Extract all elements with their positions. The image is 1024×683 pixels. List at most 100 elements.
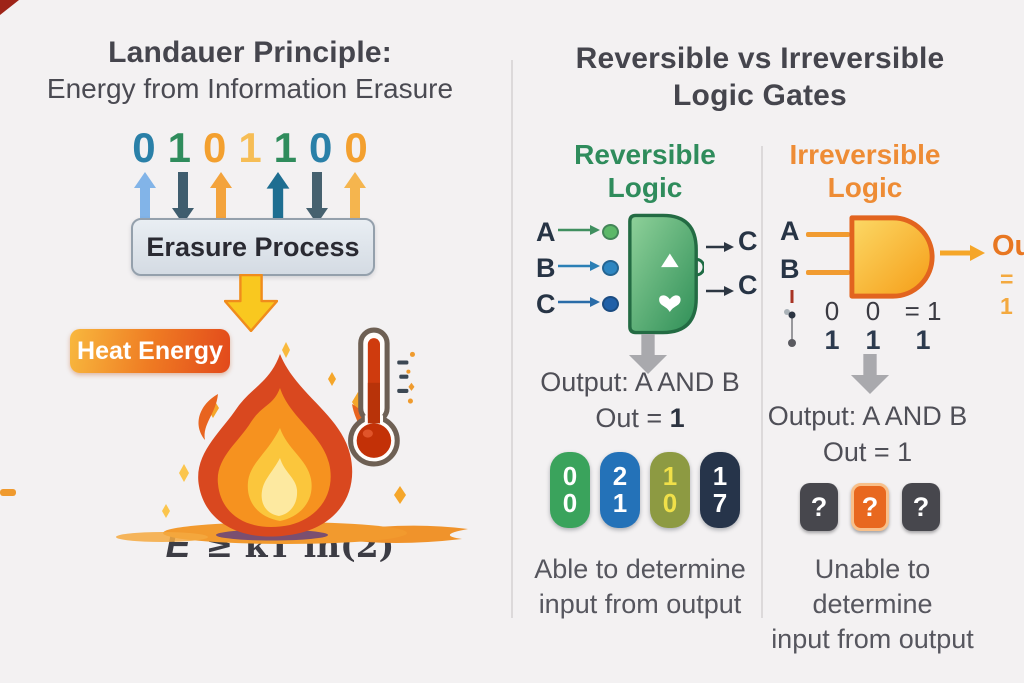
left-title: Landauer Principle: Energy from Informat… bbox=[30, 34, 470, 107]
output-arrow-icon bbox=[706, 240, 736, 259]
digit-pill: 2 1 bbox=[600, 452, 640, 528]
gate-input-row-c: C bbox=[536, 288, 619, 319]
reversible-caption-line1: Able to determine bbox=[534, 554, 746, 584]
digit-pill: 1 7 bbox=[700, 452, 740, 528]
reversible-gate-icon bbox=[624, 210, 706, 343]
column-divider bbox=[761, 146, 763, 618]
pill-bottom-digit: 0 bbox=[662, 488, 678, 518]
bit-digit: 1 bbox=[273, 124, 298, 171]
pill-top-digit: 1 bbox=[662, 461, 678, 491]
left-title-line2: Energy from Information Erasure bbox=[46, 73, 454, 104]
and-out-value: = 1 bbox=[1000, 266, 1014, 319]
gray-down-arrow-icon bbox=[850, 354, 890, 399]
question-mark: ? bbox=[810, 491, 828, 522]
question-mark: ? bbox=[861, 491, 879, 522]
gray-down-arrow-icon bbox=[628, 334, 668, 379]
input-trace-decoration bbox=[784, 288, 800, 355]
arrow-up-icon bbox=[266, 172, 290, 226]
corner-mark bbox=[0, 0, 19, 15]
truth-cell: = 1 bbox=[904, 296, 942, 326]
truth-values: 0 0 = 1 1 1 1 bbox=[812, 296, 952, 355]
irreversible-caption: Unable to determine input from output bbox=[755, 552, 990, 657]
irreversible-heading: Irreversible Logic bbox=[775, 138, 955, 204]
pill-bottom-digit: 0 bbox=[562, 488, 578, 518]
arrow-up-icon bbox=[344, 172, 366, 224]
bit-digit: 0 bbox=[344, 124, 368, 171]
pill-top-digit: 2 bbox=[612, 461, 628, 491]
and-input-line-a bbox=[806, 232, 850, 237]
reversible-heading-line1: Reversible bbox=[574, 139, 716, 170]
reversible-caption-line2: input from output bbox=[538, 589, 742, 619]
truth-cell: 1 bbox=[824, 325, 840, 355]
reversible-out-prefix: Out = bbox=[595, 403, 670, 433]
input-label-a: A bbox=[536, 216, 556, 247]
irreversible-gate-diagram: A B Out = 1 0 0 = 1 1 1 bbox=[770, 212, 1024, 355]
digit-pills-row: 0 0 2 1 1 0 1 7 bbox=[528, 452, 762, 528]
reversible-heading-line2: Logic bbox=[607, 172, 683, 203]
gate-input-row-a: A bbox=[536, 216, 619, 247]
digit-pill: 1 0 bbox=[650, 452, 690, 528]
binary-bits-row: 0 1 0 1 1 0 0 bbox=[130, 126, 370, 170]
right-title-line2: Logic Gates bbox=[673, 79, 847, 112]
input-line-arrow-icon bbox=[558, 259, 604, 277]
right-title: Reversible vs Irreversible Logic Gates bbox=[520, 40, 1000, 114]
digit-pill: 0 0 bbox=[550, 452, 590, 528]
truth-cell: 0 bbox=[865, 296, 881, 326]
edge-flame-streak bbox=[0, 489, 16, 496]
input-dot-b bbox=[602, 260, 619, 276]
arrow-down-icon bbox=[306, 172, 328, 224]
arrow-down-icon bbox=[172, 172, 194, 224]
irreversible-out-line: Out = 1 bbox=[822, 437, 913, 467]
truth-cell: 0 bbox=[824, 296, 840, 326]
output-label-c1: C bbox=[738, 226, 758, 256]
reversible-gate-diagram: A B C bbox=[528, 210, 760, 340]
irreversible-heading-line2: Logic bbox=[827, 172, 903, 203]
pill-bottom-digit: 7 bbox=[712, 488, 728, 518]
question-box: ? bbox=[800, 483, 838, 531]
bit-digit: 0 bbox=[309, 124, 333, 171]
reversible-caption: Able to determine input from output bbox=[520, 552, 760, 622]
left-title-line1: Landauer Principle: bbox=[108, 36, 392, 69]
irreversible-heading-line1: Irreversible bbox=[789, 139, 941, 170]
question-box: ? bbox=[902, 483, 940, 531]
and-input-label-b: B bbox=[780, 254, 800, 284]
reversible-out-value: 1 bbox=[669, 403, 685, 433]
irreversible-caption-line1: Unable to determine bbox=[812, 554, 933, 619]
bit-digit: 1 bbox=[167, 124, 191, 171]
bit-digit: 1 bbox=[238, 124, 262, 171]
pill-top-digit: 1 bbox=[712, 461, 728, 491]
arrow-up-icon bbox=[210, 172, 232, 224]
input-dot-a bbox=[602, 224, 619, 240]
and-input-line-b bbox=[806, 270, 850, 275]
arrow-up-icon bbox=[134, 172, 156, 224]
input-label-c: C bbox=[536, 288, 556, 319]
erasure-process-box: Erasure Process bbox=[131, 218, 375, 276]
and-gate-icon bbox=[846, 212, 940, 307]
and-input-label-a: A bbox=[780, 216, 800, 246]
input-line-arrow-icon bbox=[558, 295, 604, 313]
reversible-result: Output: A AND B Out = 1 bbox=[520, 364, 760, 436]
pill-top-digit: 0 bbox=[562, 461, 578, 491]
input-label-b: B bbox=[536, 252, 556, 283]
reversible-result-line: Output: A AND B bbox=[540, 367, 740, 397]
question-box: ? bbox=[851, 483, 889, 531]
reversible-heading: Reversible Logic bbox=[555, 138, 735, 204]
erasure-process-label: Erasure Process bbox=[146, 231, 360, 262]
main-divider bbox=[511, 60, 513, 618]
bit-arrows-row bbox=[134, 172, 366, 228]
output-label-c2: C bbox=[738, 270, 758, 300]
heat-energy-badge: Heat Energy bbox=[70, 329, 230, 373]
right-title-line1: Reversible vs Irreversible bbox=[575, 42, 945, 75]
thermometer-icon bbox=[340, 326, 420, 473]
bit-digit: 0 bbox=[202, 124, 227, 171]
question-boxes-row: ? ? ? bbox=[790, 483, 950, 531]
irreversible-result-line: Output: A AND B bbox=[767, 401, 968, 431]
input-line-arrow-icon bbox=[558, 223, 604, 241]
heat-energy-label: Heat Energy bbox=[77, 336, 223, 365]
irreversible-caption-line2: input from output bbox=[771, 624, 974, 654]
gate-input-row-b: B bbox=[536, 252, 619, 283]
reversible-out-line: Out = 1 bbox=[520, 400, 760, 436]
input-dot-c bbox=[602, 296, 619, 312]
and-out-label: Out bbox=[992, 230, 1024, 262]
pill-bottom-digit: 1 bbox=[612, 488, 628, 518]
